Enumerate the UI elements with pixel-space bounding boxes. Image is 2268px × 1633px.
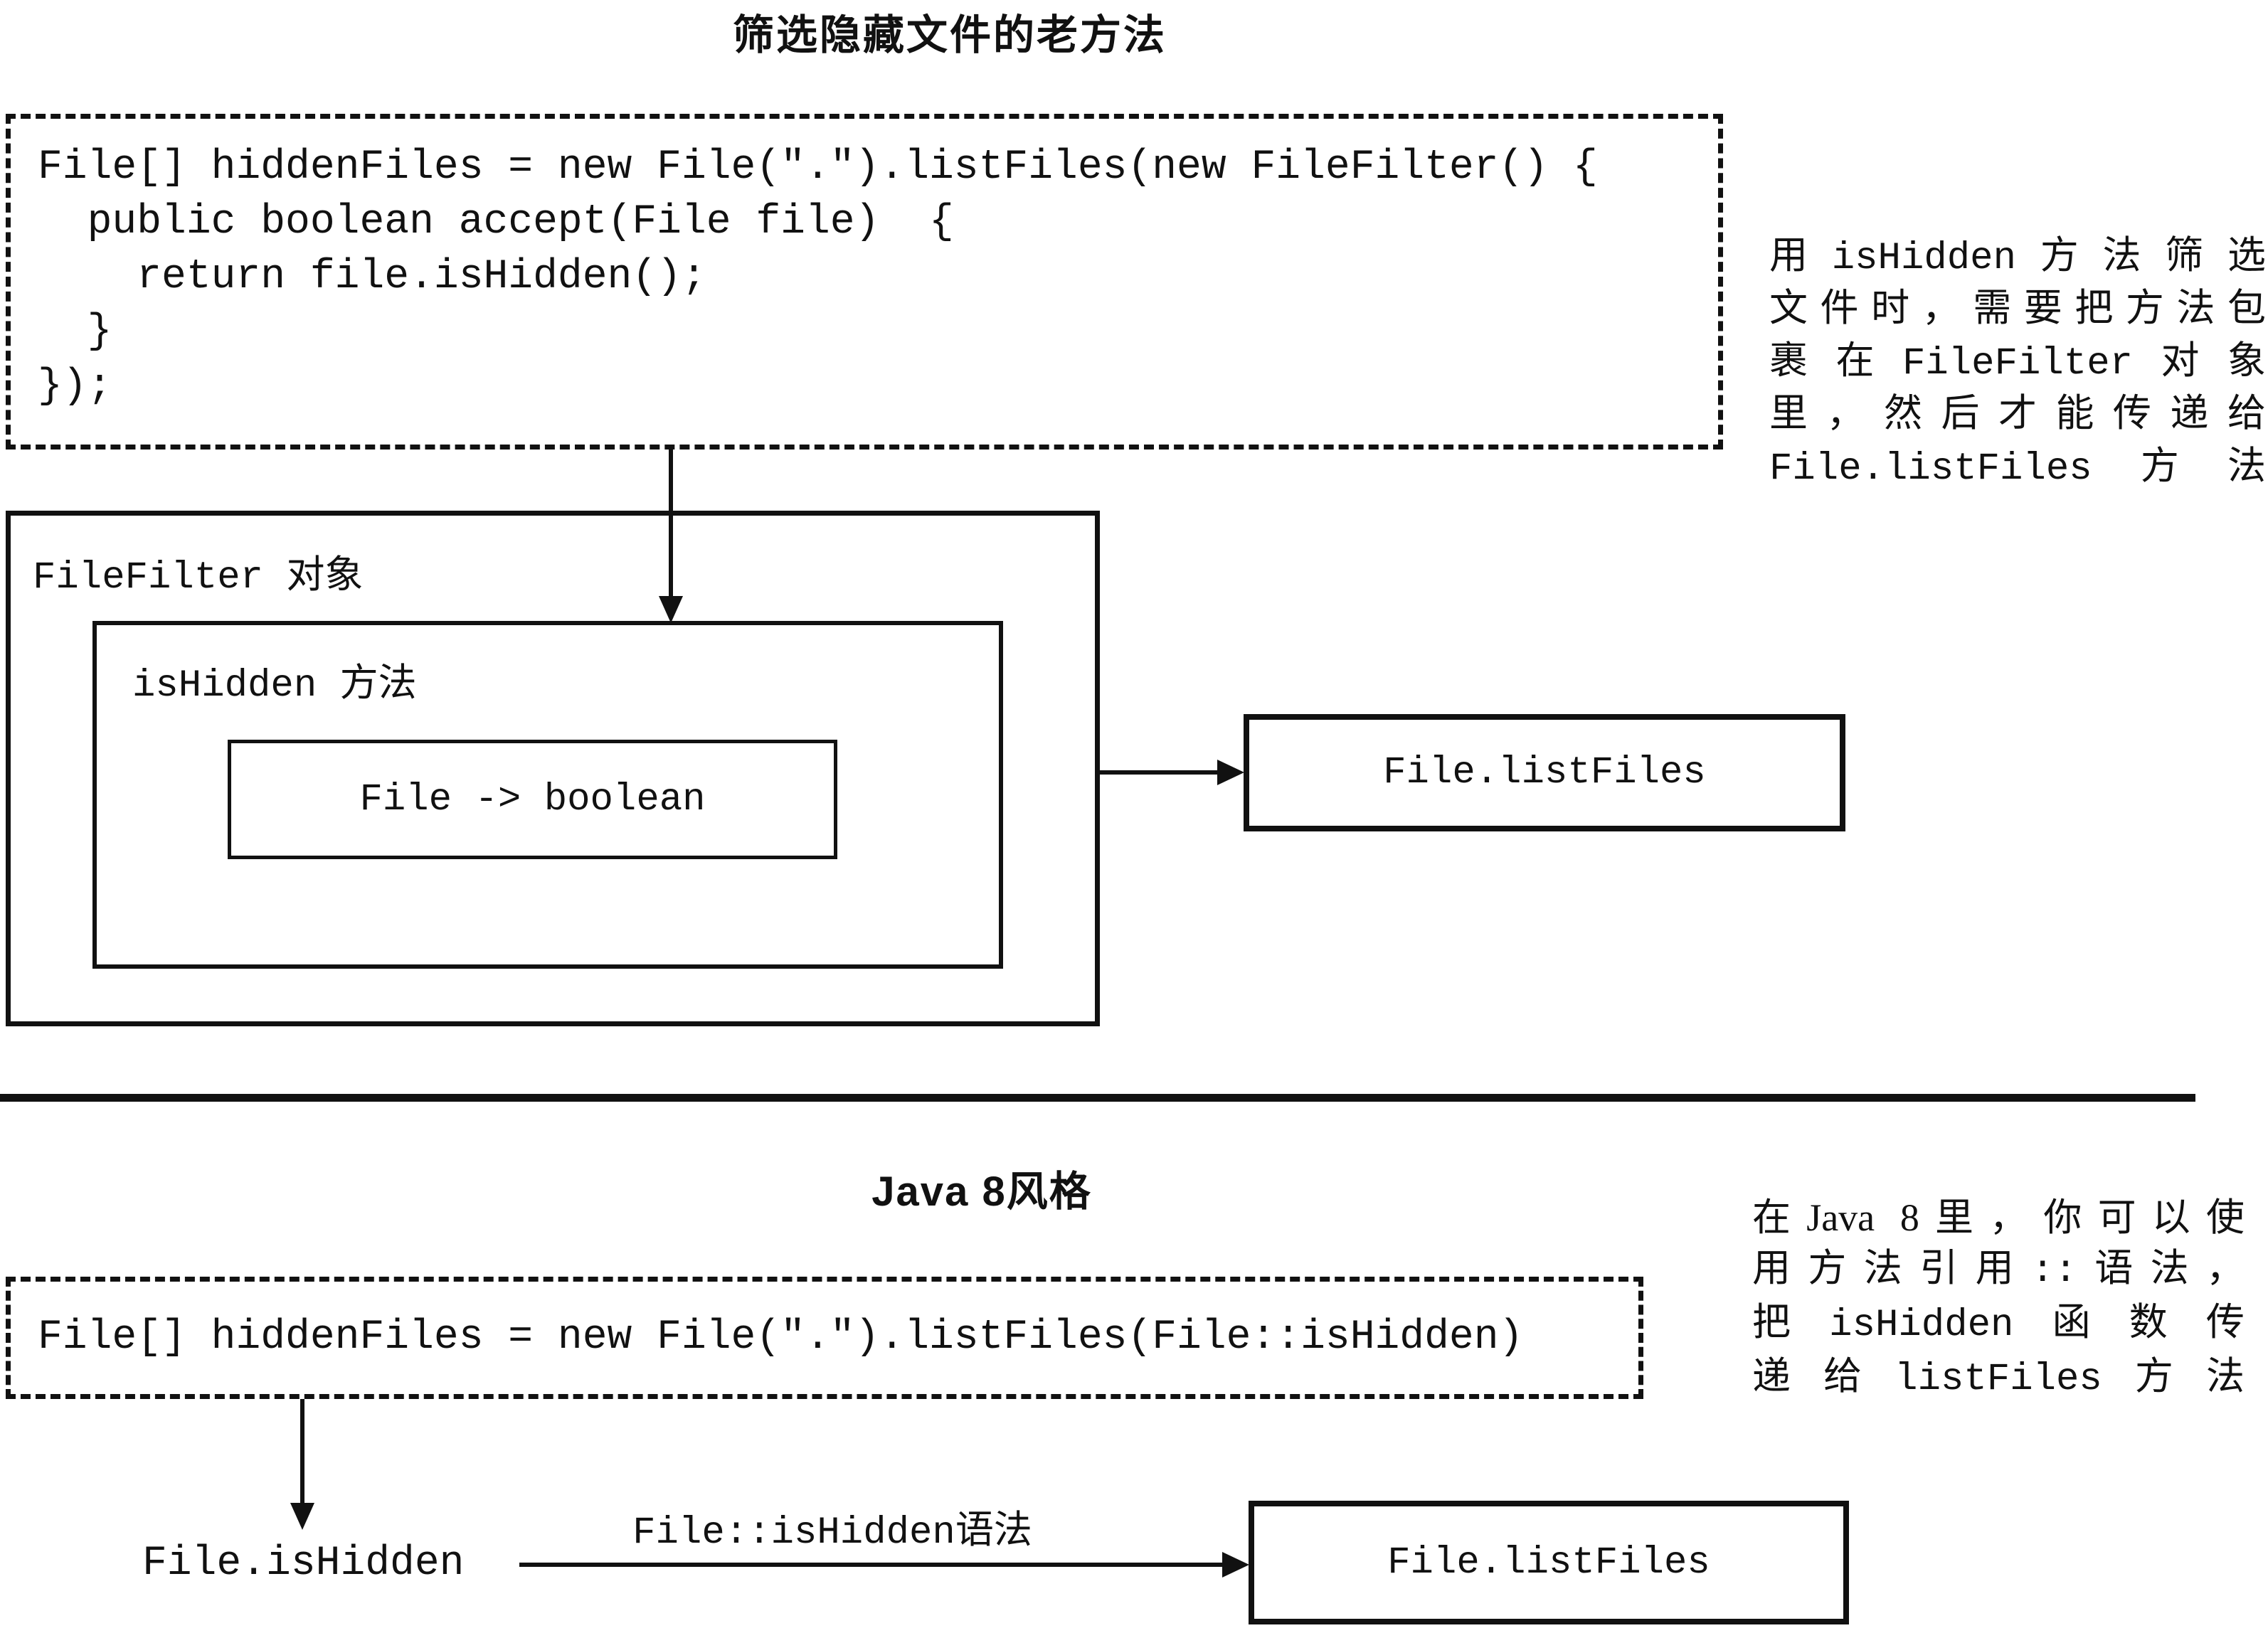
annotation-line: 在Java 8里，你可以使 bbox=[1752, 1196, 2245, 1239]
code-line: return file.isHidden(); bbox=[38, 254, 706, 300]
lambda-signature-text: File -> boolean bbox=[359, 777, 706, 821]
annotation-line: 用方法引用::语法， bbox=[1752, 1250, 2245, 1293]
section-title-java8: Java 8风格 bbox=[871, 1169, 1092, 1215]
method-reference-syntax-label: File::isHidden语法 bbox=[632, 1511, 1032, 1555]
annotation-line: 把isHidden函数传 bbox=[1752, 1304, 2245, 1347]
arrow-right-line bbox=[519, 1563, 1224, 1567]
arrow-right-icon bbox=[1222, 1552, 1249, 1578]
annotation-java8: 在Java 8里，你可以使 用方法引用::语法， 把isHidden函数传 递给… bbox=[1752, 1191, 2245, 1407]
code-line: File[] hiddenFiles = new File(".").listF… bbox=[38, 144, 1598, 191]
annotation-line: 文件时，需要把方法包 bbox=[1769, 289, 2266, 333]
code-line: }); bbox=[38, 363, 112, 410]
lambda-signature-box: File -> boolean bbox=[228, 740, 837, 859]
arrow-right-icon bbox=[1217, 760, 1244, 785]
filefilter-object-label: FileFilter 对象 bbox=[33, 556, 364, 600]
code-block-old-way: File[] hiddenFiles = new File(".").listF… bbox=[6, 114, 1723, 450]
annotation-line: 里，然后才能传递给 bbox=[1769, 395, 2266, 438]
annotation-line: 用isHidden方法筛选 bbox=[1769, 237, 2266, 280]
listfiles-box-top: File.listFiles bbox=[1244, 714, 1845, 831]
method-reference-text: File.isHidden bbox=[142, 1541, 465, 1587]
annotation-line: File.listFiles方法 bbox=[1769, 447, 2266, 491]
code-block-java8: File[] hiddenFiles = new File(".").listF… bbox=[6, 1277, 1643, 1399]
ishidden-method-label: isHidden 方法 bbox=[132, 664, 417, 708]
section-divider bbox=[0, 1094, 2195, 1102]
code-line: } bbox=[38, 309, 112, 355]
arrow-down-line bbox=[300, 1399, 304, 1504]
code-line: File[] hiddenFiles = new File(".").listF… bbox=[38, 1314, 1524, 1361]
annotation-line: 裹在FileFilter对象 bbox=[1769, 342, 2266, 385]
annotation-old-way: 用isHidden方法筛选 文件时，需要把方法包 裹在FileFilter对象 … bbox=[1769, 233, 2266, 496]
section-title-old-way: 筛选隐藏文件的老方法 bbox=[732, 12, 1167, 58]
arrow-down-line bbox=[669, 450, 673, 597]
annotation-line: 递给listFiles方法 bbox=[1752, 1358, 2245, 1401]
arrow-down-icon bbox=[659, 596, 683, 623]
arrow-right-line bbox=[1100, 770, 1219, 775]
listfiles-text: File.listFiles bbox=[1387, 1541, 1710, 1585]
listfiles-text: File.listFiles bbox=[1383, 751, 1706, 794]
code-line: public boolean accept(File file) { bbox=[38, 199, 954, 245]
listfiles-box-bottom: File.listFiles bbox=[1249, 1501, 1849, 1624]
arrow-down-icon bbox=[290, 1503, 314, 1530]
